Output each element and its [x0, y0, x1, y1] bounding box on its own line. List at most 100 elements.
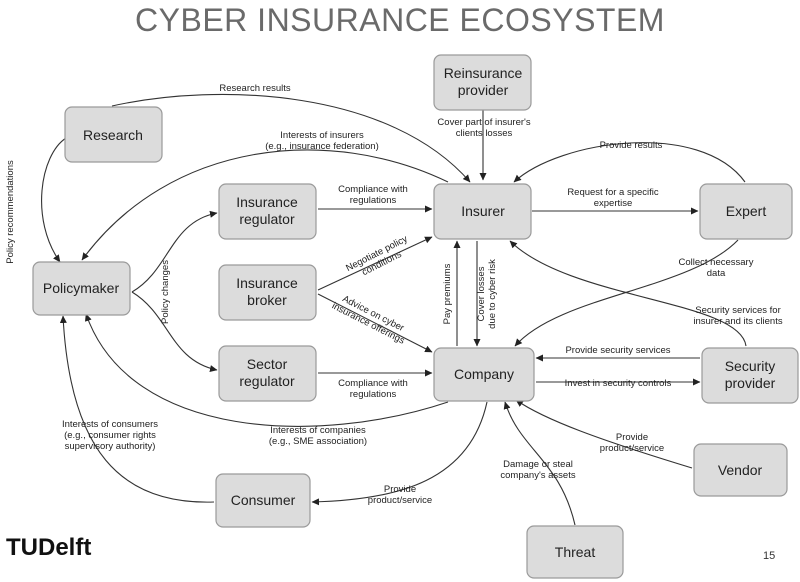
- text-line: Company: [454, 366, 514, 382]
- label-request-expertise-line: Request for a specific: [567, 187, 659, 198]
- edge-threat-to-company: [503, 401, 576, 526]
- text-line: Security: [725, 358, 776, 374]
- text-line: Insurance: [236, 194, 298, 210]
- label-interests-consumers: Interests of consumers(e.g., consumer ri…: [62, 419, 158, 452]
- edge-broker-to-insurer: [317, 236, 433, 291]
- edge-policymaker-to-sector-regulator: [131, 291, 218, 372]
- label-policy-changes: Policy changes: [160, 260, 171, 324]
- label-security-services-insurer-line: insurer and its clients: [693, 316, 782, 327]
- text-line: Sector: [247, 356, 288, 372]
- text-line: Policymaker: [43, 280, 120, 296]
- text-line: provider: [458, 82, 509, 98]
- diagram-title: CYBER INSURANCE ECOSYSTEM: [135, 2, 665, 38]
- svg-text:Threat: Threat: [555, 544, 596, 560]
- label-provide-product-consumer-line: product/service: [368, 495, 432, 506]
- label-provide-results-line: Provide results: [600, 140, 663, 151]
- text-line: regulator: [239, 211, 295, 227]
- text-line: Research: [83, 127, 143, 143]
- svg-text:Insurer: Insurer: [461, 203, 505, 219]
- label-invest-security: Invest in security controls: [565, 378, 672, 389]
- label-policy-changes-line: Policy changes: [160, 260, 171, 324]
- label-interests-consumers-line: (e.g., consumer rights: [64, 430, 156, 441]
- label-interests-companies-line: (e.g., SME association): [269, 436, 367, 447]
- text-line: Reinsurance: [444, 65, 523, 81]
- label-compliance-insurer-line: regulations: [350, 195, 397, 206]
- label-provide-product-vendor-line: product/service: [600, 443, 664, 454]
- logo-tu: TU: [6, 534, 38, 561]
- page-number: 15: [763, 550, 776, 562]
- tudelft-logo: TUDelft: [6, 534, 91, 562]
- label-provide-security-line: Provide security services: [565, 345, 670, 356]
- edge-company-to-consumer: [311, 401, 488, 506]
- logo-delft: Delft: [38, 534, 92, 561]
- label-invest-security-line: Invest in security controls: [565, 378, 672, 389]
- label-cover-losses-line: due to cyber risk: [487, 259, 498, 329]
- node-vendor: Vendor: [693, 443, 788, 497]
- svg-text:Expert: Expert: [726, 203, 767, 219]
- edge-security-provider-to-insurer: [509, 240, 747, 347]
- label-negotiate: Negotiate policyconditions: [344, 233, 414, 283]
- node-insurer: Insurer: [433, 183, 532, 240]
- label-collect-data-line: data: [707, 268, 726, 279]
- edge-research-to-policymaker: [41, 137, 67, 263]
- label-interests-insurers-line: Interests of insurers: [280, 130, 364, 141]
- text-line: Expert: [726, 203, 767, 219]
- label-research-results-line: Research results: [219, 83, 291, 94]
- label-collect-data-line: Collect necessary: [679, 257, 754, 268]
- label-compliance-company-line: regulations: [350, 389, 397, 400]
- text-line: Insurer: [461, 203, 505, 219]
- svg-text:Consumer: Consumer: [231, 492, 296, 508]
- node-consumer: Consumer: [215, 473, 311, 528]
- label-cover-losses-line: Cover losses: [476, 266, 487, 321]
- label-security-services-insurer-line: Security services for: [695, 305, 781, 316]
- node-threat: Threat: [526, 525, 624, 579]
- label-interests-consumers-line: Interests of consumers: [62, 419, 158, 430]
- label-damage-line: company's assets: [500, 470, 575, 481]
- text-line: Vendor: [718, 462, 763, 478]
- label-interests-companies: Interests of companies(e.g., SME associa…: [269, 425, 367, 447]
- svg-text:Vendor: Vendor: [718, 462, 763, 478]
- label-provide-product-vendor-line: Provide: [616, 432, 648, 443]
- label-provide-product-consumer-line: Provide: [384, 484, 416, 495]
- text-line: regulator: [239, 373, 295, 389]
- edge-consumer-to-policymaker: [59, 315, 215, 503]
- label-cover-part-line: clients losses: [456, 128, 513, 139]
- label-interests-insurers: Interests of insurers(e.g., insurance fe…: [265, 130, 379, 152]
- label-interests-consumers-line: supervisory authority): [65, 441, 156, 452]
- node-company: Company: [433, 347, 535, 402]
- node-expert: Expert: [699, 183, 793, 240]
- label-provide-results: Provide results: [600, 140, 663, 151]
- label-cover-part-line: Cover part of insurer's: [437, 117, 530, 128]
- label-research-results: Research results: [219, 83, 291, 94]
- edge-vendor-to-company: [515, 399, 693, 469]
- label-cover-losses: Cover lossesdue to cyber risk: [476, 259, 498, 329]
- label-provide-security: Provide security services: [565, 345, 670, 356]
- label-pay-premiums-line: Pay premiums: [442, 263, 453, 324]
- text-line: broker: [247, 292, 287, 308]
- label-policy-recommendations: Policy recommendations: [5, 160, 16, 264]
- label-advice: Advice on cyberinsurance offerings: [330, 291, 412, 347]
- label-compliance-company-line: Compliance with: [338, 378, 408, 389]
- svg-text:Company: Company: [454, 366, 514, 382]
- text-line: Insurance: [236, 275, 298, 291]
- label-compliance-insurer-line: Compliance with: [338, 184, 408, 195]
- svg-text:Policymaker: Policymaker: [43, 280, 120, 296]
